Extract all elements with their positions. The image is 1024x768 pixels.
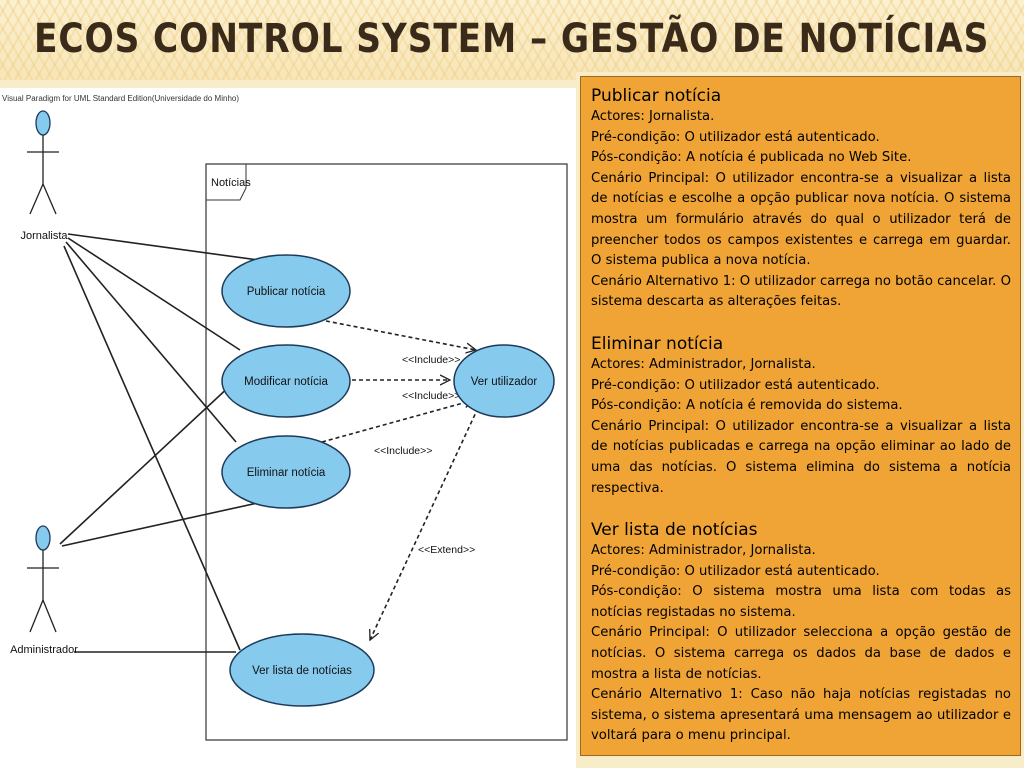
boundary-tab [205, 164, 247, 201]
field-label: Cenário Principal: [591, 418, 710, 434]
include-label-2: <<Include>> [402, 390, 460, 402]
field-label: Pós-condição: [591, 150, 682, 166]
field-text: A notícia é publicada no Web Site. [681, 150, 912, 166]
field-label: Cenário Alternativo 1: [591, 273, 736, 289]
usecase-ver-lista: Ver lista de notícias [229, 633, 375, 707]
use-case-diagram: Notícias <<Include>> <<Include>> <<Inclu… [0, 88, 576, 768]
poscondicao-line: Pós-condição: A notícia é publicada no W… [591, 148, 1011, 169]
usecase-publicar-label: Publicar notícia [247, 286, 326, 298]
field-label: Pós-condição: [591, 398, 682, 414]
section-eliminar: Eliminar notícia Actores: Administrador,… [591, 333, 1011, 499]
usecase-ver-lista-label: Ver lista de notícias [252, 665, 352, 677]
field-text: O utilizador carrega no botão cancelar. … [591, 273, 1011, 310]
description-panel-content: Publicar notícia Actores: Jornalista. Pr… [580, 76, 1021, 756]
field-text: O utilizador selecciona a opção gestão d… [591, 625, 1011, 682]
include-label-3: <<Include>> [374, 445, 432, 457]
field-label: Pré-condição: [591, 377, 681, 393]
section-ver-lista: Ver lista de notícias Actores: Administr… [591, 519, 1011, 747]
actor-jornalista-label: Jornalista [20, 230, 68, 242]
usecase-eliminar-label: Eliminar notícia [247, 467, 326, 479]
administrador-associations [59, 383, 263, 653]
usecase-publicar: Publicar notícia [221, 254, 351, 328]
actores-line: Actores: Administrador, Jornalista. [591, 355, 1011, 376]
actor-administrador-label: Administrador [10, 644, 78, 656]
field-label: Cenário Principal: [591, 170, 710, 186]
cenario-alternativo-line: Cenário Alternativo 1: Caso não haja not… [591, 685, 1011, 747]
usecase-eliminar: Eliminar notícia [221, 435, 351, 509]
section-title: Eliminar notícia [591, 333, 724, 354]
field-text: Administrador, Jornalista. [644, 356, 816, 372]
section-title: Publicar notícia [591, 86, 722, 106]
diagram-header: Visual Paradigm for UML Standard Edition… [2, 94, 240, 103]
section-title: Ver lista de notícias [591, 520, 758, 541]
use-case-diagram-svg: Notícias <<Include>> <<Include>> <<Inclu… [10, 110, 568, 741]
jornalista-associations [63, 233, 259, 651]
field-label: Pré-condição: [591, 129, 681, 145]
slide-title: ECOS CONTROL SYSTEM – GESTÃO DE NOTÍCIAS [34, 16, 990, 62]
actor-administrador [27, 525, 59, 633]
field-text: O utilizador encontra-se a visualizar a … [591, 418, 1011, 496]
actores-line: Actores: Jornalista. [591, 107, 1011, 128]
cenario-alternativo-line: Cenário Alternativo 1: O utilizador carr… [591, 272, 1011, 313]
section-publicar: Publicar notícia Actores: Jornalista. Pr… [591, 85, 1011, 313]
usecase-modificar-label: Modificar notícia [244, 376, 328, 388]
actores-line: Actores: Administrador, Jornalista. [591, 541, 1011, 562]
field-text: Administrador, Jornalista. [644, 543, 816, 559]
field-text: O utilizador está autenticado. [680, 563, 880, 579]
field-label: Actores: [591, 356, 645, 372]
poscondicao-line: Pós-condição: A notícia é removida do si… [591, 396, 1011, 417]
field-label: Cenário Principal: [591, 625, 710, 641]
field-text: Caso não haja notícias registadas no sis… [591, 687, 1011, 744]
boundary-label: Notícias [211, 177, 251, 189]
field-text: A notícia é removida do sistema. [681, 398, 903, 414]
usecase-ver-utilizador: Ver utilizador [453, 344, 555, 418]
field-label: Actores: [591, 543, 645, 559]
field-label: Cenário Alternativo 1: [591, 687, 743, 703]
header-background [0, 0, 1024, 80]
field-text: Jornalista. [644, 109, 715, 124]
include-label-1: <<Include>> [402, 354, 460, 366]
actor-jornalista [27, 110, 59, 215]
field-text: O utilizador está autenticado. [680, 129, 880, 145]
extend-label: <<Extend>> [418, 544, 475, 556]
field-label: Actores: [591, 109, 645, 124]
field-label: Pós-condição: [591, 584, 682, 600]
system-boundary [205, 163, 568, 741]
field-text: O sistema mostra uma lista com todas as … [591, 584, 1011, 620]
precondicao-line: Pré-condição: O utilizador está autentic… [591, 376, 1011, 397]
description-panel: Publicar notícia Actores: Jornalista. Pr… [576, 72, 1024, 760]
cenario-principal-line: Cenário Principal: O utilizador seleccio… [591, 623, 1011, 685]
precondicao-line: Pré-condição: O utilizador está autentic… [591, 128, 1011, 149]
cenario-principal-line: Cenário Principal: O utilizador encontra… [591, 169, 1011, 272]
poscondicao-line: Pós-condição: O sistema mostra uma lista… [591, 582, 1011, 623]
precondicao-line: Pré-condição: O utilizador está autentic… [591, 562, 1011, 583]
cenario-principal-line: Cenário Principal: O utilizador encontra… [591, 417, 1011, 499]
dependencies [321, 320, 479, 640]
usecase-ver-utilizador-label: Ver utilizador [471, 376, 538, 388]
field-text: O utilizador encontra-se a visualizar a … [591, 170, 1011, 269]
field-label: Pré-condição: [591, 563, 681, 579]
field-text: O utilizador está autenticado. [680, 377, 880, 393]
usecase-modificar: Modificar notícia [221, 344, 351, 418]
